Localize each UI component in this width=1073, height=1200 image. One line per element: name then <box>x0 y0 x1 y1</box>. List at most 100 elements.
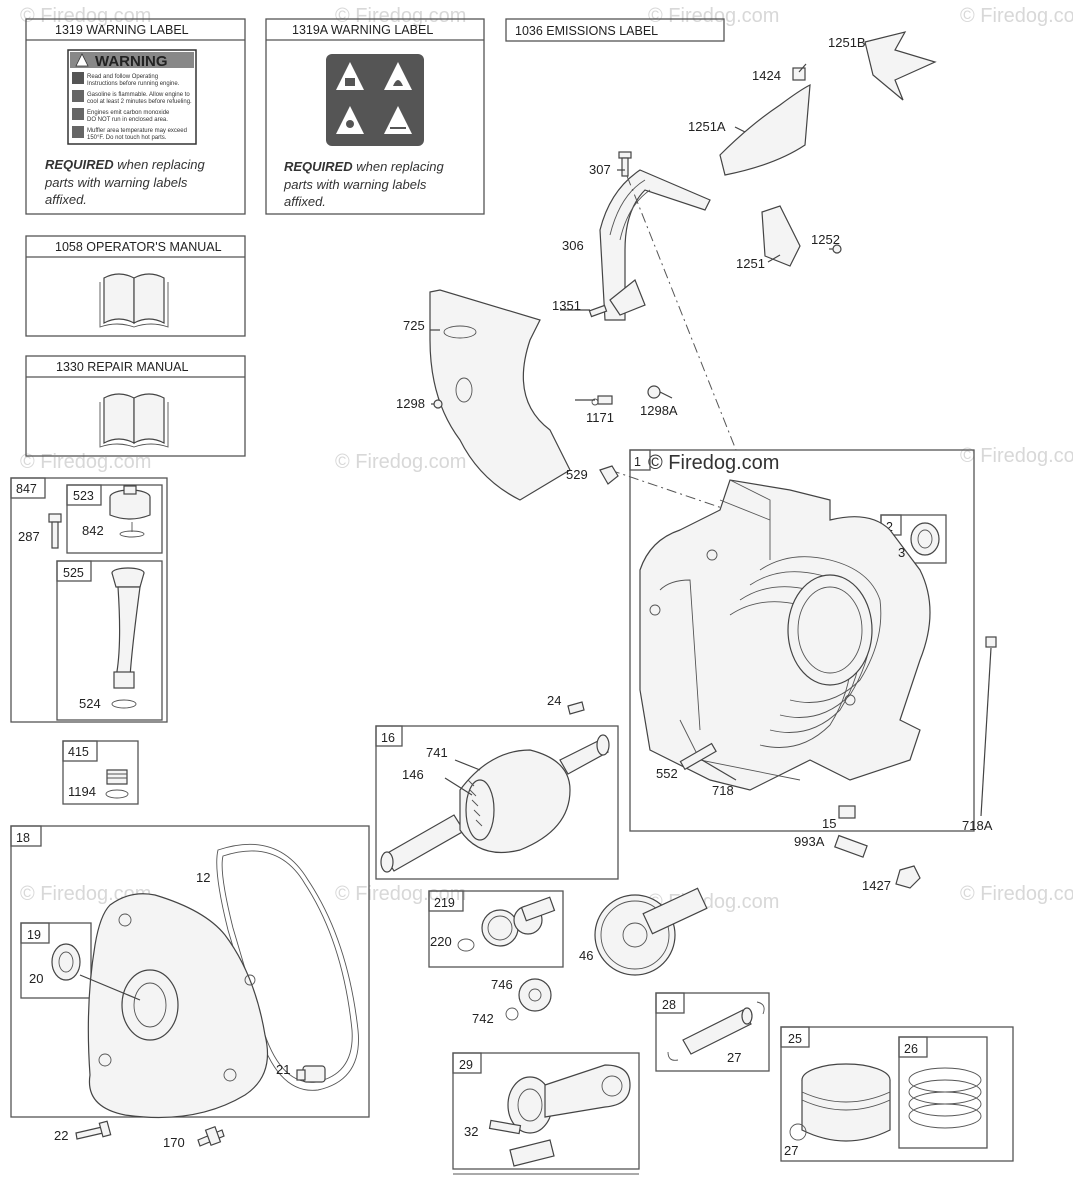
warning-label-1319a-box: 1319A WARNING LABEL REQUIRED when replac… <box>265 18 485 215</box>
group-label: 1 <box>634 455 641 469</box>
callout-306: 306 <box>562 238 584 253</box>
callout-842: 842 <box>82 523 104 538</box>
callout-718a: 718A <box>962 818 993 833</box>
watermark: © Firedog.com <box>960 883 1073 905</box>
callout-529: 529 <box>566 467 588 482</box>
watermarks: © Firedog.com © Firedog.com © Firedog.co… <box>20 5 1073 913</box>
required-line: parts with warning labels <box>283 177 427 192</box>
callout-15: 15 <box>822 816 836 831</box>
hot-surface-pictogram-icon <box>72 126 84 138</box>
group-label: 415 <box>68 745 89 759</box>
fire-pictogram-icon <box>384 62 412 90</box>
callout-1298a: 1298A <box>640 403 678 418</box>
required-line: affixed. <box>45 192 87 207</box>
callout-1251: 1251 <box>736 256 765 271</box>
group-25-box: 25 26 <box>780 1026 1014 1162</box>
warning-label-1319-box: 1319 WARNING LABEL WARNING Read and foll… <box>25 18 246 215</box>
callout-741: 741 <box>426 745 448 760</box>
required-line: parts with warning labels <box>44 175 188 190</box>
group-label: 26 <box>904 1042 918 1056</box>
callout-725: 725 <box>403 318 425 333</box>
watermark: © Firedog.com <box>20 5 151 27</box>
callout-287: 287 <box>18 529 40 544</box>
watermark: © Firedog.com <box>648 5 779 27</box>
callout-24: 24 <box>547 693 561 708</box>
copyright-text: © Firedog.com <box>648 452 779 474</box>
group-label: 219 <box>434 896 455 910</box>
callout-524: 524 <box>79 696 101 711</box>
callout-1194: 1194 <box>68 784 96 799</box>
box-title: 1058 OPERATOR'S MANUAL <box>55 240 222 254</box>
callout-552: 552 <box>656 766 678 781</box>
group-label: 25 <box>788 1032 802 1046</box>
required-text: REQUIRED <box>45 157 114 172</box>
pin-718a <box>980 636 997 817</box>
group-label: 525 <box>63 566 84 580</box>
callout-307: 307 <box>589 162 611 177</box>
group-label: 2 <box>886 520 893 534</box>
watermark: © Firedog.com <box>335 451 466 473</box>
group-29-box: 29 <box>452 1052 640 1170</box>
callout-21: 21 <box>276 1062 290 1077</box>
warning-line: cool at least 2 minutes before refueling… <box>87 99 192 105</box>
manual-pictogram-icon <box>336 62 364 90</box>
manual-pictogram-icon <box>72 72 84 84</box>
nut-1427 <box>895 865 921 889</box>
callout-1351: 1351 <box>552 298 581 313</box>
washer-742 <box>505 1007 519 1021</box>
callout-742: 742 <box>472 1011 494 1026</box>
book-icon <box>99 393 169 448</box>
group-label: 847 <box>16 482 37 496</box>
callout-1252: 1252 <box>811 232 840 247</box>
callout-1427: 1427 <box>862 878 891 893</box>
callout-170: 170 <box>163 1135 185 1150</box>
watermark: © Firedog.com <box>20 451 151 473</box>
group-847-box: 847 523 525 <box>10 477 168 723</box>
svg-text:REQUIRED when replacing: REQUIRED when replacing <box>284 159 444 174</box>
callout-146: 146 <box>402 767 424 782</box>
operators-manual-box: 1058 OPERATOR'S MANUAL <box>25 235 246 337</box>
group-28-box: 28 <box>655 992 770 1072</box>
group-label: 19 <box>27 928 41 942</box>
required-rest: when replacing <box>114 157 206 172</box>
fumes-pictogram-icon <box>72 108 84 120</box>
shroud-parts <box>429 31 937 511</box>
callout-32: 32 <box>464 1124 478 1139</box>
box-title: 1036 EMISSIONS LABEL <box>515 24 658 38</box>
warning-sign-text: WARNING <box>95 53 168 70</box>
callout-27: 27 <box>784 1143 798 1158</box>
box-title: 1330 REPAIR MANUAL <box>56 360 189 374</box>
box-title: 1319 WARNING LABEL <box>55 23 189 37</box>
required-text: REQUIRED <box>284 159 353 174</box>
warning-line: Instructions before running engine. <box>87 81 180 87</box>
svg-text:REQUIRED when replacing: REQUIRED when replacing <box>45 157 205 172</box>
emissions-label-1036-box: 1036 EMISSIONS LABEL <box>505 18 725 42</box>
watermark: © Firedog.com <box>335 883 466 905</box>
callout-1251a: 1251A <box>688 119 726 134</box>
callout-27: 27 <box>727 1050 741 1065</box>
group-label: 523 <box>73 489 94 503</box>
callout-22: 22 <box>54 1128 68 1143</box>
callout-1171: 1171 <box>586 410 614 425</box>
callout-20: 20 <box>29 971 43 986</box>
group-label: 29 <box>459 1058 473 1072</box>
repair-manual-box: 1330 REPAIR MANUAL <box>25 355 246 457</box>
callout-46: 46 <box>579 948 593 963</box>
required-line: affixed. <box>284 194 326 209</box>
nut-529 <box>599 465 619 485</box>
warning-line: Read and follow Operating <box>87 74 158 80</box>
key-24 <box>567 701 585 715</box>
watermark: © Firedog.com <box>960 5 1073 27</box>
group-label: 16 <box>381 731 395 745</box>
warning-line: Gasoline is flammable. Allow engine to <box>87 92 190 98</box>
group-label: 28 <box>662 998 676 1012</box>
warning-line: 150°F. Do not touch hot parts. <box>87 135 167 141</box>
callout-746: 746 <box>491 977 513 992</box>
book-icon <box>99 273 169 328</box>
group-16-box: 16 <box>375 725 619 880</box>
fire-pictogram-icon <box>72 90 84 102</box>
warning-line: Engines emit carbon monoxide <box>87 110 170 116</box>
watermark: © Firedog.com <box>335 5 466 27</box>
camshaft-46 <box>594 887 708 976</box>
box-title: 1319A WARNING LABEL <box>292 23 433 37</box>
